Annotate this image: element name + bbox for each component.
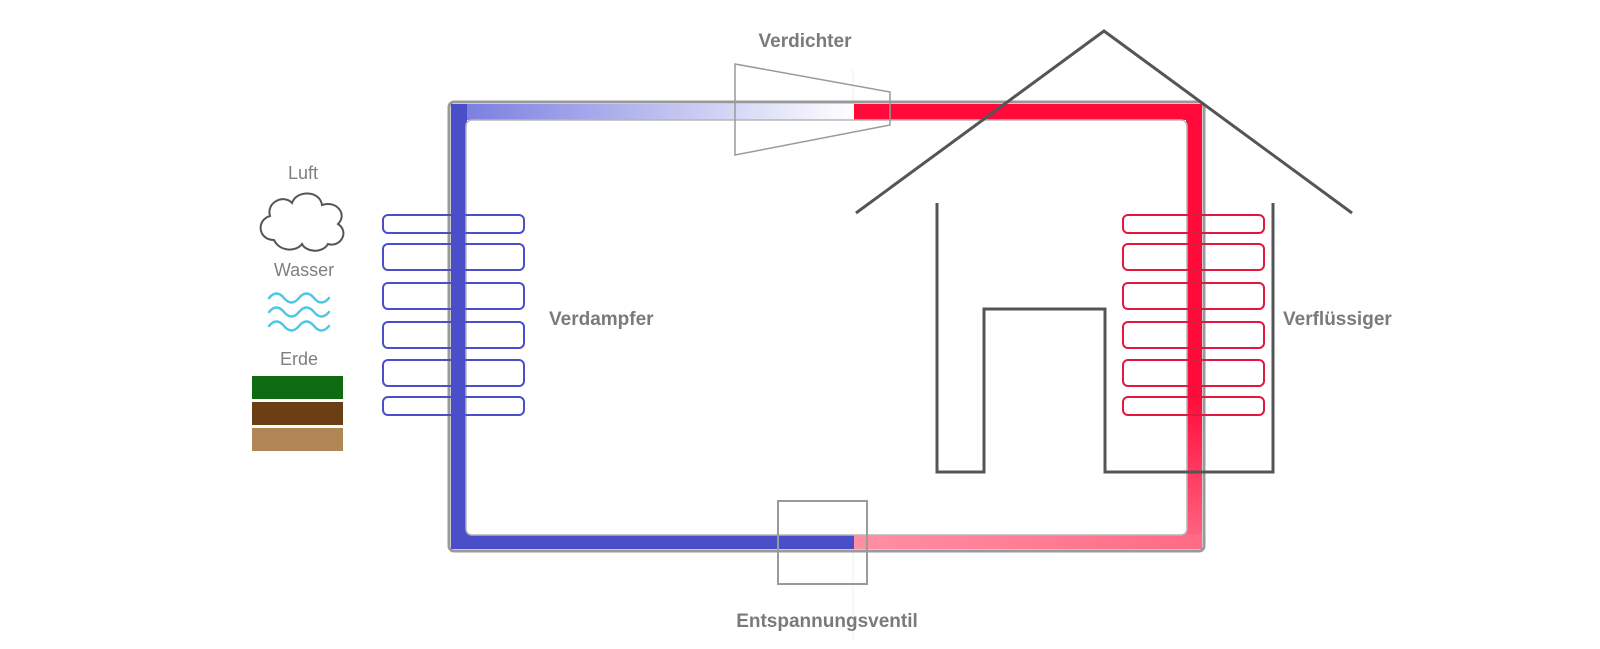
evaporator-coils — [382, 214, 525, 416]
compressor-shape — [734, 63, 891, 156]
warm-pipe-bottom — [854, 534, 1202, 549]
cloud-icon — [259, 192, 345, 252]
air-label: Luft — [288, 163, 318, 183]
condenser-label: Verflüssiger — [1283, 309, 1392, 330]
earth-label: Erde — [280, 349, 318, 369]
cold-pipe-left — [451, 104, 467, 549]
house-outline — [855, 29, 1353, 474]
condenser-coils — [1122, 214, 1265, 416]
expansion-valve-label: Entspannungsventil — [736, 611, 918, 632]
refrigerant-loop — [447, 100, 1206, 553]
compressor-label: Verdichter — [759, 31, 853, 52]
cold-pipe-bottom — [451, 534, 854, 549]
low-pressure-pipe-top — [467, 104, 854, 120]
water-waves-icon — [267, 292, 331, 332]
water-label: Wasser — [274, 260, 334, 280]
hot-pipe-top — [854, 104, 1202, 120]
valve-box — [777, 500, 868, 585]
evaporator-label: Verdampfer — [549, 309, 654, 330]
hot-pipe-right — [1186, 104, 1202, 394]
earth-layers-icon — [252, 376, 343, 451]
